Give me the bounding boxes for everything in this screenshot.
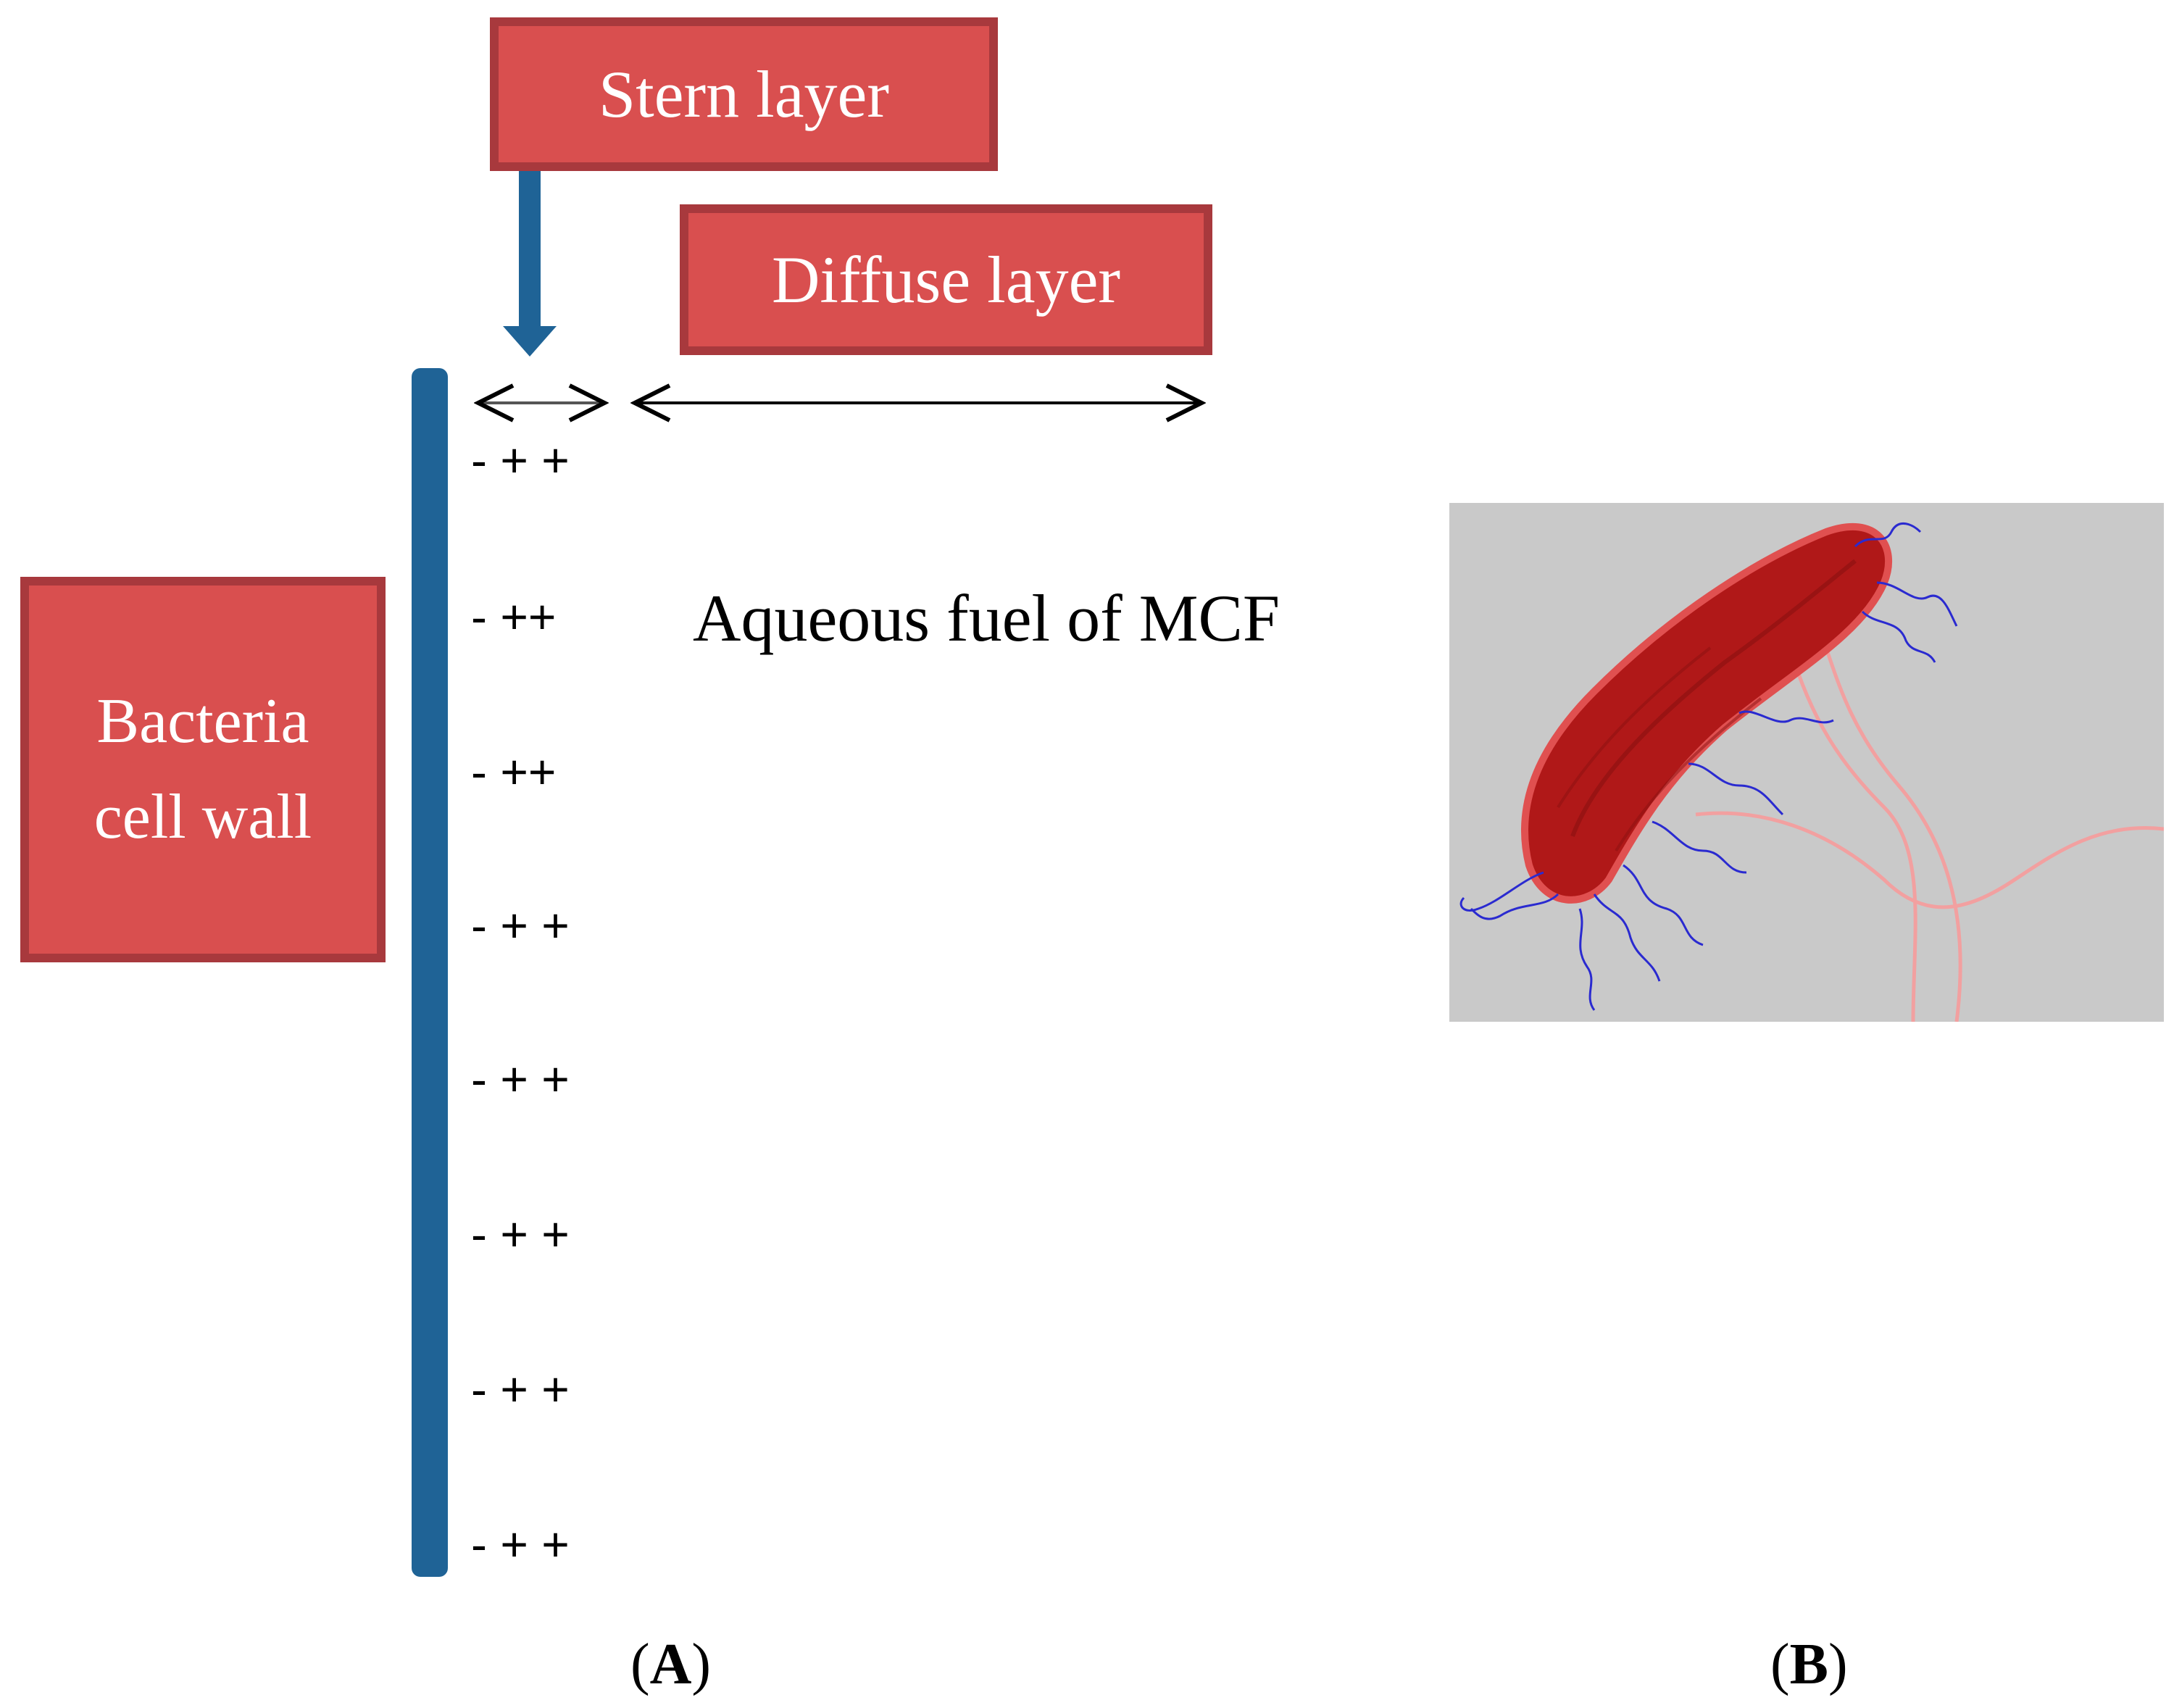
diffuse-layer-label: Diffuse layer	[771, 243, 1121, 317]
charge-row-5: - + +	[471, 1052, 570, 1106]
charge-row-4: - + +	[471, 899, 570, 952]
charge-row-2: - ++	[471, 590, 557, 643]
pilus	[1578, 908, 1596, 1011]
charge-row-1: - + +	[471, 433, 570, 487]
stern-layer-box: Stern layer	[490, 17, 998, 171]
pilus	[1854, 522, 1922, 548]
pilus	[1688, 762, 1784, 816]
bacteria-cell-wall-label: Bacteria cell wall	[93, 686, 312, 852]
stern-layer-label: Stern layer	[598, 57, 890, 131]
aqueous-fuel-label: Aqueous fuel of MCF	[693, 581, 1280, 655]
pilus	[1861, 610, 1936, 663]
pilus	[1459, 871, 1544, 912]
charge-row-6: - + +	[471, 1207, 570, 1261]
cell-wall-bar	[412, 368, 448, 1577]
flagellum	[1695, 811, 2165, 909]
charge-row-8: - + +	[471, 1517, 570, 1571]
bacterium-micrograph	[1449, 503, 2165, 1022]
charge-row-7: - + +	[471, 1362, 570, 1416]
pilus	[1738, 710, 1834, 724]
bacteria-cell-wall-box: Bacteria cell wall	[20, 577, 386, 962]
diffuse-layer-box: Diffuse layer	[680, 204, 1212, 355]
flagellum	[1788, 647, 1917, 1022]
pilus	[1470, 893, 1559, 920]
panel-label-a: (A)	[630, 1633, 712, 1696]
pilus	[1652, 820, 1747, 874]
pilus	[1593, 893, 1661, 982]
flagellum	[1824, 647, 1962, 1022]
panel-label-b: (B)	[1770, 1633, 1848, 1696]
stern-layer-pointer-arrow	[503, 171, 557, 357]
charge-row-3: - ++	[471, 745, 557, 799]
pili-group	[1459, 522, 1958, 1011]
flagella-group	[1695, 647, 2165, 1022]
pilus	[1623, 864, 1704, 946]
bacterium-body	[1521, 522, 1893, 904]
pilus	[1876, 581, 1958, 627]
